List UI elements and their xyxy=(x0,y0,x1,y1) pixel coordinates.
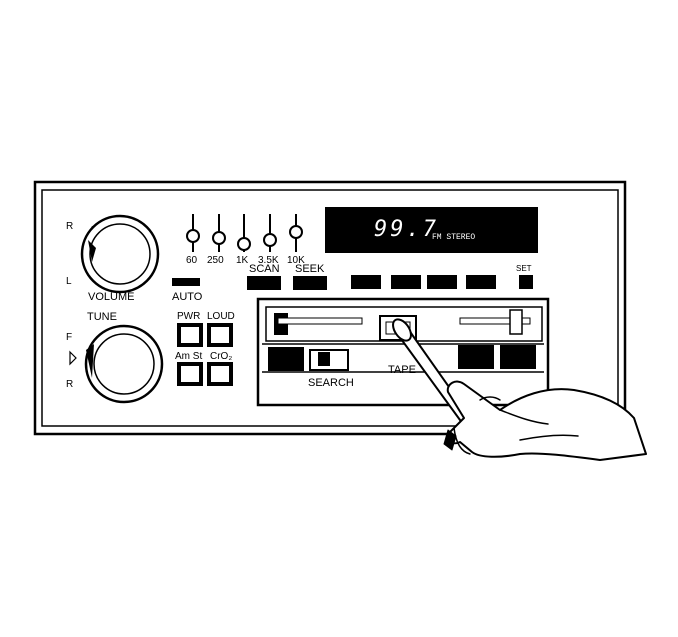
small-buttons xyxy=(177,323,233,386)
cassette-deck xyxy=(256,297,550,407)
display-frequency: 99.7 xyxy=(374,217,439,242)
auto-indicator xyxy=(172,278,200,286)
volume-knob xyxy=(80,214,160,294)
volume-mark-l: L xyxy=(66,276,72,287)
seek-button-shape xyxy=(293,276,327,290)
preset-1-shape xyxy=(351,275,381,289)
display-panel xyxy=(325,207,538,253)
eq-band-1k: 1K xyxy=(236,255,249,266)
preset-3-shape xyxy=(427,275,457,289)
eq-band-250: 250 xyxy=(207,255,224,266)
faceplate-inner xyxy=(41,189,619,427)
eq-band-60: 60 xyxy=(186,255,198,266)
hand-with-swab xyxy=(392,318,647,461)
pwr-label[interactable]: PWR xyxy=(177,311,201,322)
volume-mark-r: R xyxy=(66,221,74,232)
faceplate-outer xyxy=(33,180,627,436)
preset-2-shape xyxy=(391,275,421,289)
tune-mark-r: R xyxy=(66,379,74,390)
set-button-shape xyxy=(519,275,533,289)
search-label: SEARCH xyxy=(308,377,354,389)
set-label[interactable]: SET xyxy=(516,264,532,273)
tune-knob xyxy=(69,324,164,404)
eq-band-3-5k: 3.5K xyxy=(258,255,279,266)
cro2-label[interactable]: CrO₂ xyxy=(210,351,233,362)
display-mode: FM STEREO xyxy=(432,233,476,242)
volume-label: VOLUME xyxy=(88,291,135,303)
scan-button-shape xyxy=(247,276,281,290)
eq-band-10k: 10K xyxy=(287,255,305,266)
seek-label[interactable]: SEEK xyxy=(295,263,325,275)
auto-label: AUTO xyxy=(172,291,203,303)
preset-4-shape xyxy=(466,275,496,289)
equalizer-sliders xyxy=(186,214,303,252)
scan-label[interactable]: SCAN xyxy=(249,263,280,275)
loud-label[interactable]: LOUD xyxy=(207,311,235,322)
tune-label: TUNE xyxy=(87,311,117,323)
tune-mark-f: F xyxy=(66,332,73,343)
am-st-label[interactable]: Am St xyxy=(175,351,203,362)
tape-label: TAPE xyxy=(388,364,416,376)
